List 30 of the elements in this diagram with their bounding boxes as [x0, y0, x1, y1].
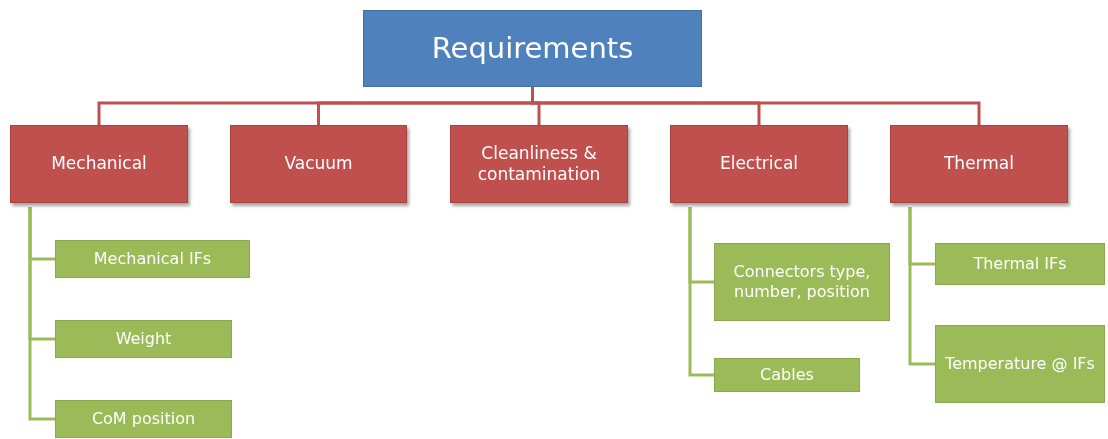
- item-box: [935, 325, 1105, 403]
- box-label: Connectors type, number, position: [732, 262, 872, 302]
- category-box: [890, 125, 1068, 203]
- connector-line: [28, 207, 55, 421]
- box-label: Temperature @ IFs: [945, 354, 1095, 374]
- box-label: Thermal: [944, 153, 1014, 175]
- box-label: Cables: [760, 365, 814, 385]
- box-label: Weight: [115, 329, 172, 349]
- box-label: CoM position: [91, 409, 196, 429]
- connector-line: [688, 207, 714, 377]
- connector-line: [908, 207, 935, 366]
- box-label: Mechanical: [51, 153, 147, 175]
- box-label: Requirements: [431, 30, 634, 67]
- item-box: [935, 243, 1105, 285]
- connector-line: [531, 87, 981, 125]
- item-box: [55, 400, 232, 438]
- category-box: [10, 125, 188, 203]
- box-label: Electrical: [719, 153, 799, 175]
- item-box: [714, 358, 860, 392]
- item-box: [55, 320, 232, 358]
- item-box: [55, 240, 250, 278]
- category-box: [450, 125, 628, 203]
- category-box: [670, 125, 848, 203]
- box-label: Cleanliness & contamination: [476, 142, 602, 186]
- item-box: [714, 243, 890, 321]
- box-label: Mechanical IFs: [93, 249, 212, 269]
- title-box: [363, 10, 702, 87]
- box-label: Vacuum: [284, 153, 353, 175]
- box-label: Thermal IFs: [973, 254, 1067, 274]
- category-box: [230, 125, 407, 203]
